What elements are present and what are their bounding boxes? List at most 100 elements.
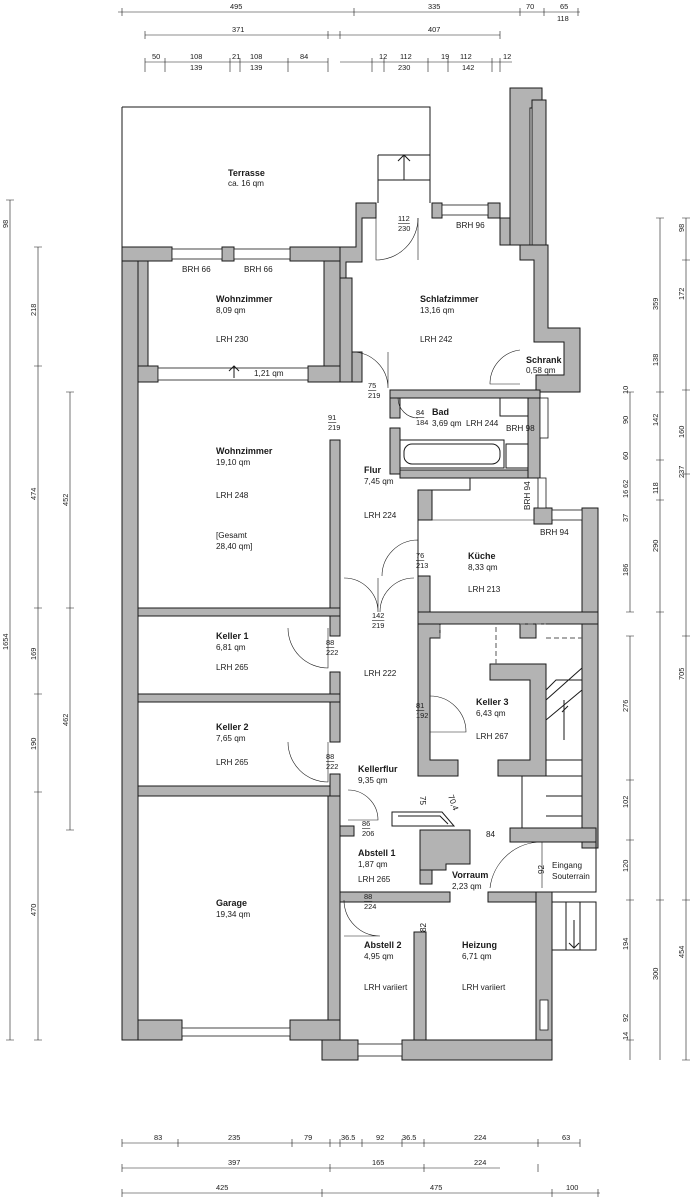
dim-label: 290	[651, 540, 660, 552]
wall-k3-right	[489, 663, 547, 777]
stair-label: 70,4	[446, 794, 460, 812]
wall-w2-right	[329, 439, 341, 613]
door-schlaf[interactable]	[375, 217, 419, 261]
dim-label: 172	[677, 288, 686, 300]
dim-label: 50	[152, 52, 160, 61]
room-labels: Terrasse ca. 16 qm Wohnzimmer 8,09 qm LR…	[216, 168, 590, 992]
entry-steps	[552, 901, 597, 951]
room-name-kueche: Küche	[468, 551, 496, 561]
door-dim-top: 81	[416, 701, 424, 710]
dim-label: 10	[621, 386, 630, 394]
stairs-dashed	[439, 623, 582, 664]
door-flur-schlaf[interactable]	[351, 351, 389, 389]
door-keller1[interactable]	[287, 627, 329, 669]
door-dim-bottom: 206	[362, 829, 374, 838]
door-dim-bottom: 222	[326, 762, 338, 771]
door-dim-bottom: 184	[416, 418, 428, 427]
dim-label: 60	[621, 452, 630, 460]
room-area-heizung: 6,71 qm	[462, 952, 492, 961]
room-lrh-wohn2: LRH 248	[216, 491, 249, 500]
wall-k1-right-top	[329, 615, 341, 637]
dim-label: 425	[216, 1183, 228, 1192]
wall-k2-right-top	[329, 701, 341, 743]
dim-label: 14	[621, 1032, 630, 1040]
dim-label: 142	[462, 63, 474, 72]
dim-label: 120	[621, 860, 630, 872]
window-w1-b	[233, 248, 291, 260]
door-dim-top: 88	[326, 752, 334, 761]
dim-label: 454	[677, 946, 686, 958]
wall-heiz-right	[535, 891, 553, 1061]
dim-label: 92	[376, 1133, 384, 1142]
dim-label: 79	[304, 1133, 312, 1142]
wall-ab2-top	[339, 891, 451, 903]
dim-label: 462	[61, 714, 70, 726]
room-name-wohn1: Wohnzimmer	[216, 294, 273, 304]
dim-label: 90	[621, 416, 630, 424]
door-flur-keller[interactable]	[343, 577, 415, 613]
room-area-kellerflur: 9,35 qm	[358, 776, 388, 785]
room-lrh-abstell2: LRH variiert	[364, 983, 408, 992]
door-dim-bottom: 213	[416, 561, 428, 570]
door-eingang[interactable]	[489, 841, 543, 889]
dim-label: 474	[29, 488, 38, 500]
room-area-wohn1: 8,09 qm	[216, 306, 246, 315]
window-schlaf	[441, 204, 489, 216]
dim-label: 70	[526, 2, 534, 11]
dim-label: 102	[621, 796, 630, 808]
door-kueche[interactable]	[381, 539, 419, 577]
dim-label: 224	[474, 1158, 486, 1167]
dim-label: 112	[460, 52, 472, 61]
dim-label: 36.5	[402, 1133, 416, 1142]
room-area-keller1: 6,81 qm	[216, 643, 246, 652]
room-lrh-kellerflur: LRH 222	[364, 669, 397, 678]
wall-chimney-left	[509, 87, 543, 246]
wall-kueche-right	[581, 507, 599, 849]
brh-label: BRH 98	[506, 424, 535, 433]
wall-k3-left	[417, 623, 459, 777]
room-name-abstell2: Abstell 2	[364, 940, 402, 950]
door-bad[interactable]	[397, 397, 419, 419]
room-lrh-wohn1: LRH 230	[216, 335, 249, 344]
room-name-schrank: Schrank	[526, 355, 563, 365]
dim-label: 138	[651, 354, 660, 366]
door-keller3[interactable]	[429, 695, 467, 733]
dim-label: 108	[190, 52, 202, 61]
dim-label: 224	[474, 1133, 486, 1142]
room-lrh-bad: LRH 244	[466, 419, 499, 428]
dim-label: 62	[621, 480, 630, 488]
dim-label: 194	[621, 938, 630, 950]
wall-kueche-rt	[533, 507, 553, 525]
door-schrank[interactable]	[489, 349, 521, 385]
room-area-flur: 7,45 qm	[364, 477, 394, 486]
wall-ab2-right	[413, 931, 427, 1041]
wall-ab1-right	[419, 829, 471, 871]
dim-label: 237	[677, 466, 686, 478]
dim-label: 169	[29, 648, 38, 660]
room-name-vorraum: Vorraum	[452, 870, 488, 880]
wall-chimney-right	[531, 99, 547, 246]
gesamt-value: 28,40 qm]	[216, 542, 252, 551]
dim-label: 16	[621, 490, 630, 498]
wall-k1-right-bot	[329, 671, 341, 695]
outlines	[121, 106, 597, 1057]
door-keller2[interactable]	[287, 741, 329, 783]
wall-eingang-top	[509, 827, 597, 843]
door-abstell1[interactable]	[347, 789, 379, 821]
dim-label: 371	[232, 25, 244, 34]
door-dim-top: 86	[362, 819, 370, 828]
room-name-garage: Garage	[216, 898, 247, 908]
window-bad	[539, 397, 549, 439]
door-abstell2[interactable]	[343, 899, 381, 937]
dim-label: 100	[566, 1183, 578, 1192]
terrasse-outline	[122, 106, 431, 203]
door-dim-bottom: 224	[364, 902, 376, 911]
dim-label: 12	[379, 52, 387, 61]
room-lrh-keller3: LRH 267	[476, 732, 509, 741]
eingang-line2: Souterrain	[552, 872, 590, 881]
room-area-keller3: 6,43 qm	[476, 709, 506, 718]
room-area-garage: 19,34 qm	[216, 910, 250, 919]
brh-label: BRH 94	[523, 481, 532, 510]
brh-label: BRH 66	[182, 265, 211, 274]
